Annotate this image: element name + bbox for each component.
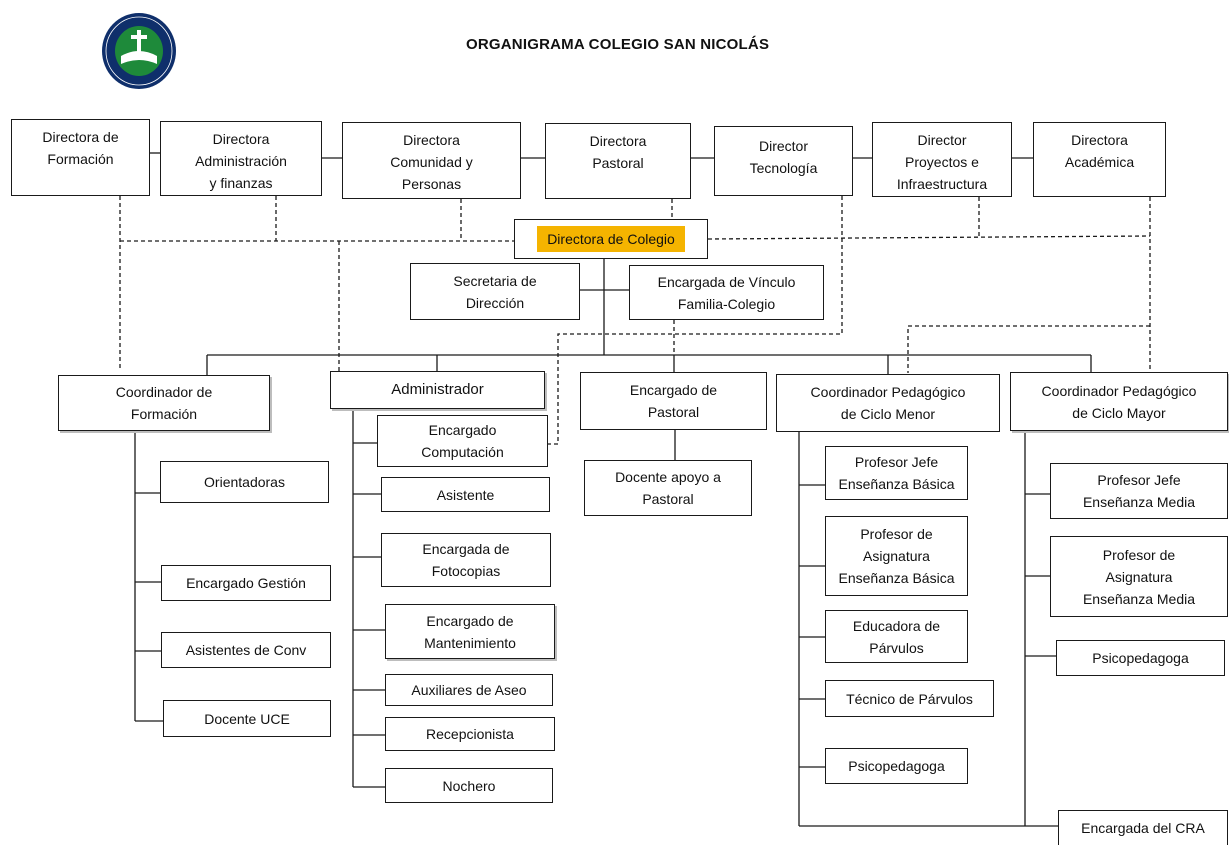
director-comunidad-personas[interactable]: Directora Comunidad y Personas [342, 122, 521, 199]
coordinador-ciclo-menor[interactable]: Coordinador Pedagógico de Ciclo Menor [776, 374, 1000, 432]
encargado-mantenimiento[interactable]: Encargado de Mantenimiento [385, 604, 555, 659]
page-title: ORGANIGRAMA COLEGIO SAN NICOLÁS [466, 36, 770, 53]
educadora-parvulos[interactable]: Educadora de Párvulos [825, 610, 968, 663]
coordinador-formacion[interactable]: Coordinador de Formación [58, 375, 270, 431]
docente-uce[interactable]: Docente UCE [163, 700, 331, 737]
auxiliares-aseo[interactable]: Auxiliares de Aseo [385, 674, 553, 706]
director-administracion-finanzas[interactable]: Directora Administración y finanzas [160, 121, 322, 196]
administrador[interactable]: Administrador [330, 371, 545, 409]
docente-apoyo-pastoral[interactable]: Docente apoyo a Pastoral [584, 460, 752, 516]
director-pastoral[interactable]: Directora Pastoral [545, 123, 691, 199]
coordinador-ciclo-mayor[interactable]: Coordinador Pedagógico de Ciclo Mayor [1010, 372, 1228, 431]
director-proyectos-infraestructura[interactable]: Director Proyectos e Infraestructura [872, 122, 1012, 197]
profesor-asignatura-media[interactable]: Profesor de Asignatura Enseñanza Media [1050, 536, 1228, 617]
encargado-computacion[interactable]: Encargado Computación [377, 415, 548, 467]
encargada-cra[interactable]: Encargada del CRA [1058, 810, 1228, 845]
encargada-vinculo-familia[interactable]: Encargada de Vínculo Familia-Colegio [629, 265, 824, 320]
head-label: Directora de Colegio [537, 226, 685, 252]
recepcionista[interactable]: Recepcionista [385, 717, 555, 751]
nochero[interactable]: Nochero [385, 768, 553, 803]
secretaria-direccion[interactable]: Secretaria de Dirección [410, 263, 580, 320]
director-academica[interactable]: Directora Académica [1033, 122, 1166, 197]
encargado-pastoral[interactable]: Encargado de Pastoral [580, 372, 767, 430]
orientadoras[interactable]: Orientadoras [160, 461, 329, 503]
psicopedagoga-ciclo-menor[interactable]: Psicopedagoga [825, 748, 968, 784]
head-directora-colegio[interactable]: Directora de Colegio [514, 219, 708, 259]
profesor-jefe-basica[interactable]: Profesor Jefe Enseñanza Básica [825, 446, 968, 500]
asistente[interactable]: Asistente [381, 477, 550, 512]
tecnico-parvulos[interactable]: Técnico de Párvulos [825, 680, 994, 717]
profesor-jefe-media[interactable]: Profesor Jefe Enseñanza Media [1050, 463, 1228, 519]
school-crest-icon [102, 13, 176, 89]
profesor-asignatura-basica[interactable]: Profesor de Asignatura Enseñanza Básica [825, 516, 968, 596]
director-tecnologia[interactable]: Director Tecnología [714, 126, 853, 196]
director-formacion[interactable]: Directora de Formación [11, 119, 150, 196]
encargada-fotocopias[interactable]: Encargada de Fotocopias [381, 533, 551, 587]
encargado-gestion[interactable]: Encargado Gestión [161, 565, 331, 601]
psicopedagoga-ciclo-mayor[interactable]: Psicopedagoga [1056, 640, 1225, 676]
asistentes-convivencia[interactable]: Asistentes de Conv [161, 632, 331, 668]
